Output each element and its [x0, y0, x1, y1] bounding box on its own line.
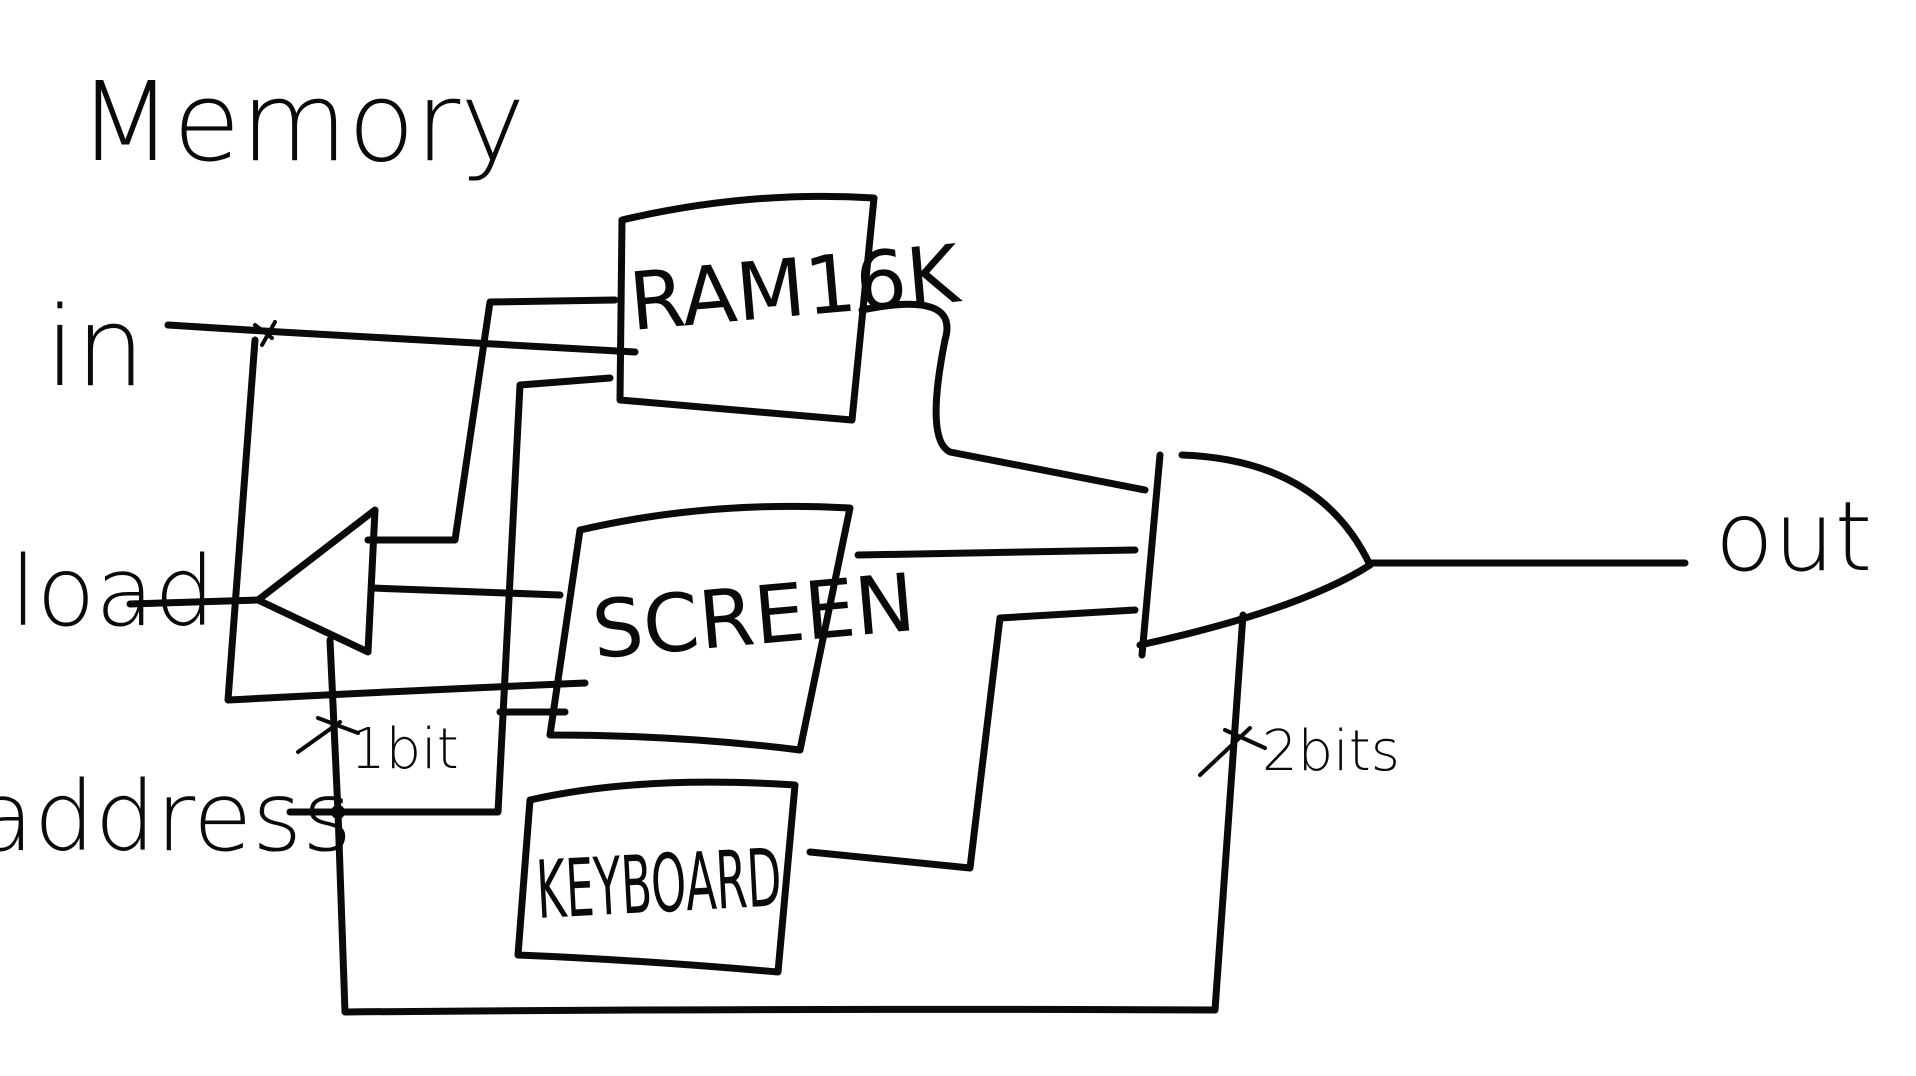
diagram-title: Memory [78, 58, 525, 186]
keyboard-label: KEYBOARD [534, 831, 784, 937]
input-label-in: in [45, 283, 145, 411]
wire-load [126, 596, 262, 608]
demux-symbol [254, 506, 379, 656]
wire-demux-ram [364, 296, 619, 544]
wire-address-mux [334, 611, 1247, 1016]
mux-width-label: 2bits [1262, 719, 1400, 784]
wire-ram-out [858, 300, 1149, 494]
keyboard-box [514, 778, 799, 976]
ram-block: RAM16K [616, 192, 966, 424]
screen-block: SCREEN [546, 502, 919, 754]
wire-in-junction [253, 320, 277, 347]
wire-in-screen [224, 336, 589, 704]
screen-label: SCREEN [589, 556, 919, 677]
wire-in [164, 321, 639, 356]
wire-address-ram [334, 374, 614, 816]
ram-label: RAM16K [626, 227, 966, 349]
keyboard-block: KEYBOARD [514, 778, 799, 976]
mux-body [1136, 451, 1374, 649]
wire-demux-screen [368, 584, 564, 599]
ram-box [616, 192, 878, 424]
input-label-address: address [0, 761, 352, 873]
demux-width-slash [296, 716, 360, 754]
output-label-out: out [1715, 481, 1872, 593]
input-label-load: load [10, 536, 215, 648]
wire-screen-out [854, 546, 1139, 559]
mux-width-slash [1198, 726, 1267, 777]
mux-back-edge [1138, 451, 1164, 659]
wire-keyboard-out [806, 606, 1139, 872]
screen-box [546, 502, 854, 754]
demux-width-label: 1bit [350, 717, 459, 782]
